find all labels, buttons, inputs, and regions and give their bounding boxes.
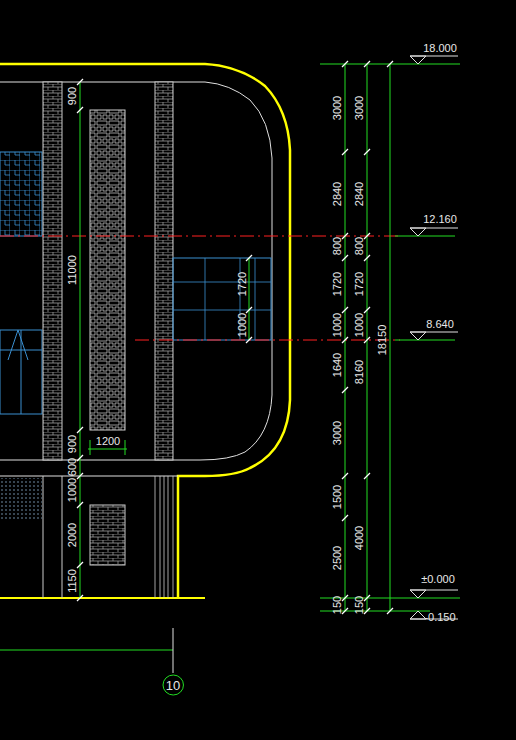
- dimension-text: 2500: [332, 546, 343, 570]
- dimension-text: 1640: [332, 353, 343, 377]
- dimension-text: 4000: [354, 526, 365, 550]
- dimension-text: 1000: [67, 478, 78, 502]
- elevation-mark: 12.160: [423, 214, 457, 225]
- dimension-text: 1150: [67, 569, 78, 593]
- dimension-text: 1000: [354, 313, 365, 337]
- grid-axis-bubble: 10: [162, 674, 184, 696]
- dimension-text: 600: [67, 458, 78, 476]
- dimension-text: 1500: [332, 485, 343, 509]
- dimension-text: 2840: [332, 182, 343, 206]
- elevation-mark: 18.000: [423, 43, 457, 54]
- dimension-text: 3000: [332, 421, 343, 445]
- dimension-text: 11000: [67, 255, 78, 285]
- dimension-text: 3000: [354, 96, 365, 120]
- dimension-text: 3000: [332, 96, 343, 120]
- elevation-mark: ±0.000: [421, 574, 455, 585]
- elevation-mark: 8.640: [426, 319, 454, 330]
- dimension-text: 2840: [354, 182, 365, 206]
- dimension-text: 1720: [237, 272, 248, 296]
- dimension-text: 150: [354, 596, 365, 614]
- dimension-text: 1720: [354, 272, 365, 296]
- dimension-text: 800: [332, 237, 343, 255]
- dimension-text: 1200: [96, 436, 120, 447]
- dimension-text: 900: [67, 87, 78, 105]
- dimension-text: 1000: [332, 313, 343, 337]
- dimension-text: 18150: [377, 325, 388, 356]
- axis-number: 10: [162, 674, 184, 692]
- dimension-text: 1720: [332, 272, 343, 296]
- dimension-text: 150: [332, 596, 343, 614]
- elevation-mark: -0.150: [424, 612, 455, 623]
- dimension-text: 1000: [237, 313, 248, 337]
- dimension-text: 800: [354, 237, 365, 255]
- dimension-text: 2000: [67, 523, 78, 547]
- dimension-text: 8160: [354, 360, 365, 384]
- dimension-text: 900: [67, 435, 78, 453]
